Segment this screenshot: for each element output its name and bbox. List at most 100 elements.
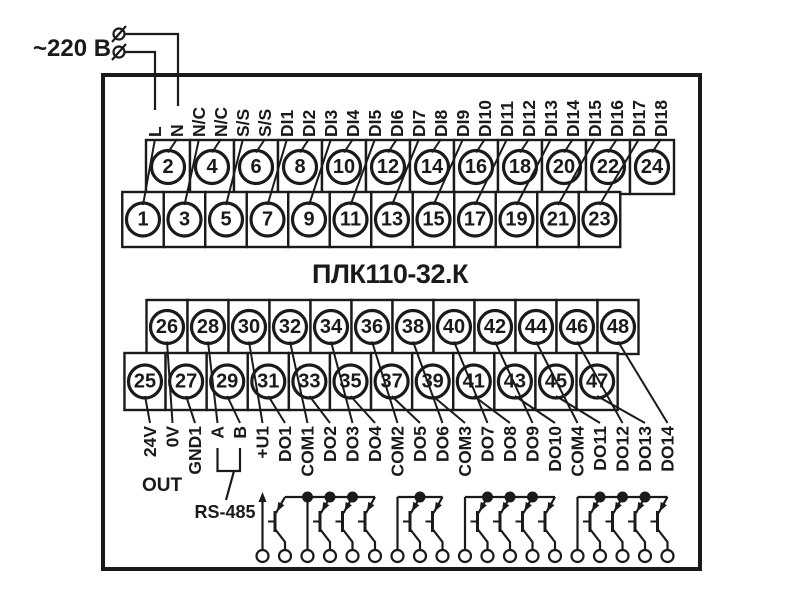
terminal-30-number: 30 bbox=[238, 316, 260, 338]
terminal-2-circle bbox=[149, 148, 187, 186]
terminal-4-number: 4 bbox=[206, 156, 218, 178]
lead-terminal-26-to-0V bbox=[166, 341, 174, 424]
lead-DI16-to-terminal-22 bbox=[607, 138, 618, 154]
output-circle-DO8 bbox=[502, 548, 518, 564]
transistor-DO14-arrow-icon bbox=[659, 501, 667, 512]
junction-dot bbox=[639, 491, 651, 503]
transistor-DO1-arrow-icon bbox=[277, 501, 285, 512]
terminal-40-number: 40 bbox=[443, 316, 465, 338]
pin-label-DI7: DI7 bbox=[409, 110, 429, 137]
wire-terminal-icon bbox=[112, 27, 126, 41]
transistor-DO2-emitter bbox=[319, 528, 332, 550]
terminal-43-number: 43 bbox=[504, 371, 526, 393]
pin-label-DI17: DI17 bbox=[629, 100, 649, 137]
pin-label-DI4: DI4 bbox=[343, 110, 363, 138]
lead-terminal-27-to-GND1 bbox=[185, 395, 196, 424]
lead-DI10-to-terminal-16 bbox=[475, 138, 486, 154]
power-wire-symbol-top bbox=[111, 25, 127, 43]
terminal-10-number: 10 bbox=[333, 156, 355, 178]
pin-label-DO9: DO9 bbox=[523, 426, 543, 462]
pin-label-DI3: DI3 bbox=[321, 110, 341, 138]
terminal-9-number: 9 bbox=[303, 209, 314, 231]
lead-terminal-29-to-B bbox=[226, 395, 241, 424]
pin-label-A: A bbox=[208, 426, 228, 439]
terminal-8-circle bbox=[281, 148, 319, 186]
junction-dot bbox=[414, 491, 426, 503]
terminal-12-number: 12 bbox=[377, 156, 399, 178]
pin-label-DO11: DO11 bbox=[590, 426, 610, 471]
terminal-46-number: 46 bbox=[566, 316, 588, 338]
terminal-24-number: 24 bbox=[641, 156, 664, 178]
pin-label-DI16: DI16 bbox=[607, 100, 627, 137]
pin-label-L: L bbox=[145, 126, 165, 137]
terminal-34-number: 34 bbox=[320, 316, 343, 338]
transistor-DO9-emitter bbox=[521, 528, 534, 550]
power-voltage-label: ~220 В bbox=[33, 35, 111, 62]
output-circle-+U1 bbox=[255, 548, 270, 564]
pin-label-DO8: DO8 bbox=[500, 426, 520, 462]
transistor-DO8-arrow-icon bbox=[502, 501, 510, 512]
pin-label-DO3: DO3 bbox=[343, 426, 363, 462]
lead-terminal-46-to-DO12 bbox=[576, 341, 624, 424]
transistor-DO3-emitter bbox=[341, 528, 354, 550]
terminal-37-circle bbox=[373, 363, 410, 400]
transistor-DO6-emitter bbox=[431, 528, 444, 550]
pin-label-DO1: DO1 bbox=[275, 426, 295, 462]
device-title: ПЛК110-32.К bbox=[312, 259, 469, 289]
lead-N-to-terminal-2 bbox=[167, 138, 178, 154]
output-circle-DO6 bbox=[435, 548, 450, 564]
pin-label-DO7: DO7 bbox=[478, 426, 498, 462]
lead-terminal-37-to-DO5 bbox=[390, 395, 421, 424]
lead-DI14-to-terminal-20 bbox=[563, 138, 574, 154]
output-circle-DO1 bbox=[277, 548, 293, 564]
transistor-DO3-arrow-icon bbox=[344, 501, 352, 512]
rs485-label: RS-485 bbox=[194, 502, 255, 522]
terminal-48-number: 48 bbox=[607, 316, 629, 338]
terminal-25-number: 25 bbox=[134, 371, 156, 393]
power-wire-to-L bbox=[125, 50, 157, 110]
terminal-35-number: 35 bbox=[339, 371, 361, 393]
transistor-DO10-emitter bbox=[544, 528, 557, 550]
pin-label-S/S: S/S bbox=[255, 109, 275, 137]
transistor-DO8-emitter bbox=[499, 528, 512, 550]
lead-DI8-to-terminal-14 bbox=[431, 138, 442, 154]
lead-terminal-35-to-DO4 bbox=[349, 395, 376, 424]
lead-terminal-34-to-DO3 bbox=[330, 341, 354, 424]
transistor-DO9-arrow-icon bbox=[524, 501, 532, 512]
terminal-47-number: 47 bbox=[586, 371, 608, 393]
terminal-13-number: 13 bbox=[381, 209, 403, 231]
transistor-DO5-arrow-icon bbox=[412, 501, 420, 512]
pin-label-DO13: DO13 bbox=[635, 426, 655, 472]
terminal-47-circle bbox=[578, 363, 616, 400]
transistor-DO4-arrow-icon bbox=[367, 501, 375, 512]
lead-DI4-to-terminal-10 bbox=[343, 138, 354, 154]
terminal-29-number: 29 bbox=[216, 371, 238, 393]
lead-terminal-41-to-DO8 bbox=[473, 395, 511, 424]
lead-terminal-48-to-DO14 bbox=[617, 340, 669, 424]
transistor-DO12-emitter bbox=[611, 528, 624, 550]
output-circle-DO2 bbox=[322, 548, 338, 564]
terminal-31-number: 31 bbox=[257, 371, 279, 393]
lead-DI2-to-terminal-8 bbox=[299, 138, 310, 154]
terminal-3-number: 3 bbox=[179, 209, 190, 231]
pin-label-DO4: DO4 bbox=[365, 426, 385, 462]
transistor-DO6-arrow-icon bbox=[434, 501, 442, 512]
lead-terminal-25-to-24V bbox=[144, 395, 151, 424]
terminal-42-number: 42 bbox=[484, 316, 506, 338]
terminal-48-circle bbox=[599, 308, 637, 346]
wire-terminal-icon bbox=[112, 45, 126, 59]
pin-label-N/C: N/C bbox=[189, 107, 209, 138]
pin-label-GND1: GND1 bbox=[185, 426, 205, 475]
lead-terminal-32-to-COM1 bbox=[289, 341, 309, 424]
transistor-DO14-emitter bbox=[656, 528, 669, 550]
junction-dot bbox=[324, 491, 336, 503]
transistor-DO7-emitter bbox=[476, 528, 489, 550]
terminal-15-number: 15 bbox=[422, 209, 444, 231]
terminal-2-number: 2 bbox=[162, 156, 173, 178]
output-circle-DO13 bbox=[637, 548, 653, 564]
lead-DI5-to-terminal-11 bbox=[349, 138, 376, 206]
lead-terminal-43-to-DO10 bbox=[514, 395, 556, 424]
output-circle-COM2 bbox=[390, 548, 405, 564]
